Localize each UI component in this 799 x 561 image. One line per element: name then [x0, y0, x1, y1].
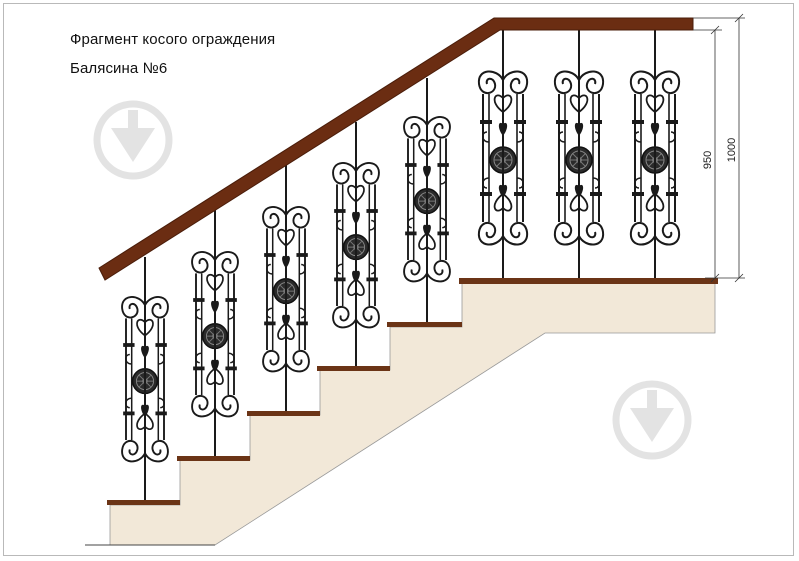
drawing-subtitle: Балясина №6: [70, 60, 168, 77]
dimension-950-label: 950: [702, 151, 714, 169]
handrail: [98, 17, 694, 281]
download-watermark-icon: [616, 384, 688, 456]
download-watermark-icon: [97, 104, 169, 176]
dimension-lines: [693, 13, 745, 283]
drawing-title: Фрагмент косого ограждения: [70, 31, 276, 48]
dimension-1000-label: 1000: [726, 138, 738, 162]
stair-treads: [107, 278, 718, 505]
drawing-frame: [3, 3, 794, 556]
